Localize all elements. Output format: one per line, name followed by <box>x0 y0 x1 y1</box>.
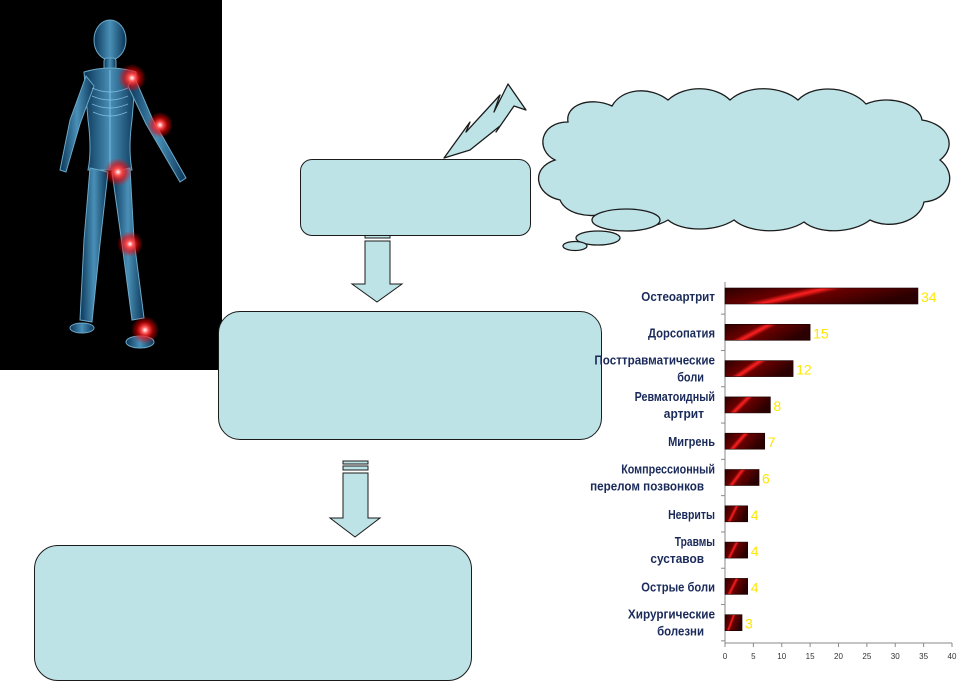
bar-value-label: 12 <box>796 362 812 378</box>
pain-point-knee <box>117 231 143 257</box>
x-tick-label: 0 <box>723 652 728 661</box>
x-tick-label: 25 <box>862 652 871 661</box>
category-label: Остеоартрит <box>641 289 715 304</box>
pain-point-elbow <box>147 112 173 138</box>
bar <box>724 505 749 523</box>
x-tick-label: 35 <box>919 652 928 661</box>
bar-value-label: 15 <box>813 325 829 341</box>
pain-point-shoulder <box>118 64 146 92</box>
x-tick-label: 10 <box>777 652 786 661</box>
bar-value-label: 6 <box>762 471 770 487</box>
bar <box>724 614 743 632</box>
x-tick-label: 5 <box>751 652 756 661</box>
x-tick-label: 20 <box>834 652 843 661</box>
pain-point-ankle <box>131 316 159 344</box>
category-label: Острые боли <box>641 579 715 594</box>
category-label: Дорсопатия <box>648 325 715 340</box>
bar-value-label: 4 <box>751 507 759 523</box>
bar <box>724 323 811 341</box>
x-tick-label: 30 <box>891 652 900 661</box>
bar <box>724 541 749 559</box>
bar-value-label: 7 <box>768 434 776 450</box>
bar-value-label: 8 <box>773 398 781 414</box>
bar <box>724 287 919 305</box>
x-tick-label: 15 <box>806 652 815 661</box>
bar-value-label: 4 <box>751 579 759 595</box>
bar-value-label: 34 <box>921 289 937 305</box>
pain-point-hip <box>104 158 132 186</box>
box-top <box>300 159 531 236</box>
bar <box>724 578 749 595</box>
box-bottom <box>34 545 472 681</box>
bar <box>724 469 760 486</box>
bar <box>724 360 794 377</box>
x-tick-label: 40 <box>948 652 957 661</box>
category-label: Мигрень <box>668 434 715 449</box>
bar-value-label: 4 <box>751 543 759 559</box>
category-label: Невриты <box>668 507 715 522</box>
bar-value-label: 3 <box>745 616 753 632</box>
box-middle <box>218 311 602 440</box>
bar <box>724 432 766 450</box>
body-illustration <box>0 0 222 370</box>
bar <box>724 396 771 414</box>
